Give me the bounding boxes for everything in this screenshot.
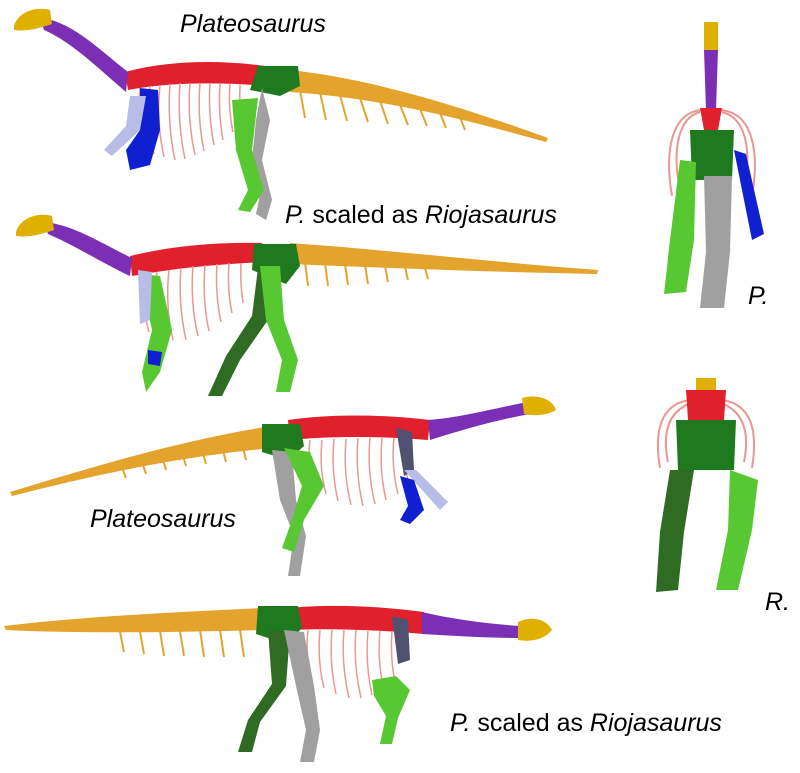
forelimb: [126, 88, 160, 170]
forelimb-hand: [148, 350, 162, 366]
forelimb: [372, 676, 410, 744]
front-view-riojasaurus: [656, 378, 758, 592]
neck: [422, 612, 520, 638]
skeleton-plateosaurus-side-left: [14, 8, 548, 220]
hindlimb-far: [272, 450, 306, 576]
trunk: [686, 390, 726, 420]
forelimb: [400, 476, 424, 524]
ribs: [308, 437, 410, 507]
label-plain: scaled as: [470, 709, 590, 737]
pelvis: [676, 420, 736, 470]
skull: [14, 8, 52, 31]
skeleton-riojasaurus-scaled-left: [16, 214, 598, 396]
skull: [16, 214, 54, 237]
tail-chevrons: [119, 629, 245, 658]
label-italic: P.: [450, 709, 471, 737]
neck: [428, 402, 530, 440]
label-scaled-riojasaurus-1: P. scaled as Riojasaurus: [285, 203, 557, 228]
hindlimb-left: [664, 160, 696, 294]
label-italic: R.: [765, 588, 790, 616]
label-plateosaurus-top: Plateosaurus: [180, 12, 326, 37]
hindlimb-far: [238, 630, 290, 752]
neck: [44, 222, 132, 276]
forelimb-light: [404, 470, 448, 510]
hindlimb-right: [700, 176, 732, 308]
skull: [522, 396, 556, 416]
skull: [704, 22, 718, 50]
label-plateosaurus-middle: Plateosaurus: [90, 507, 236, 532]
hindlimb-far: [208, 268, 276, 396]
hindlimb-near: [232, 98, 264, 212]
label-italic: Plateosaurus: [180, 10, 326, 38]
skeleton-riojasaurus-scaled-right: [4, 605, 552, 762]
dorsal-vertebrae: [290, 605, 424, 634]
tail: [290, 70, 548, 142]
tail-chevrons: [304, 261, 429, 287]
label-italic-2: Riojasaurus: [424, 201, 557, 229]
tail: [4, 608, 264, 633]
dorsal-vertebrae: [288, 415, 430, 440]
forelimb-light: [104, 96, 146, 156]
forelimb-scapula: [392, 616, 410, 664]
hindlimb-far: [252, 88, 272, 220]
dorsal-vertebrae: [130, 242, 265, 276]
hindlimb-near: [282, 448, 324, 552]
tail: [290, 243, 598, 274]
label-italic: P.: [748, 282, 769, 310]
skull: [518, 618, 552, 641]
label-italic: P.: [285, 201, 306, 229]
dorsal-vertebrae: [125, 62, 268, 90]
forelimb-light: [138, 270, 152, 324]
pelvis: [690, 130, 734, 180]
label-front-r: R.: [765, 590, 790, 615]
label-plain: scaled as: [305, 201, 425, 229]
label-front-p: P.: [748, 284, 768, 309]
forelimb: [734, 150, 764, 240]
pelvis: [250, 66, 300, 96]
tail-chevrons: [119, 435, 247, 479]
hindlimb-left: [656, 470, 694, 592]
label-scaled-riojasaurus-2: P. scaled as Riojasaurus: [450, 711, 722, 736]
hindlimb-near: [284, 630, 320, 762]
label-italic: Plateosaurus: [90, 505, 236, 533]
tail-chevrons: [299, 89, 466, 131]
neck: [40, 18, 128, 92]
front-view-plateosaurus: [664, 22, 764, 308]
forelimb-scapula: [396, 428, 414, 476]
trunk: [700, 108, 722, 130]
hindlimb-near: [260, 266, 298, 392]
hindlimb-right: [716, 470, 758, 590]
neck: [704, 50, 718, 110]
skeleton-plateosaurus-side-right: [10, 396, 556, 576]
label-italic-2: Riojasaurus: [589, 709, 722, 737]
